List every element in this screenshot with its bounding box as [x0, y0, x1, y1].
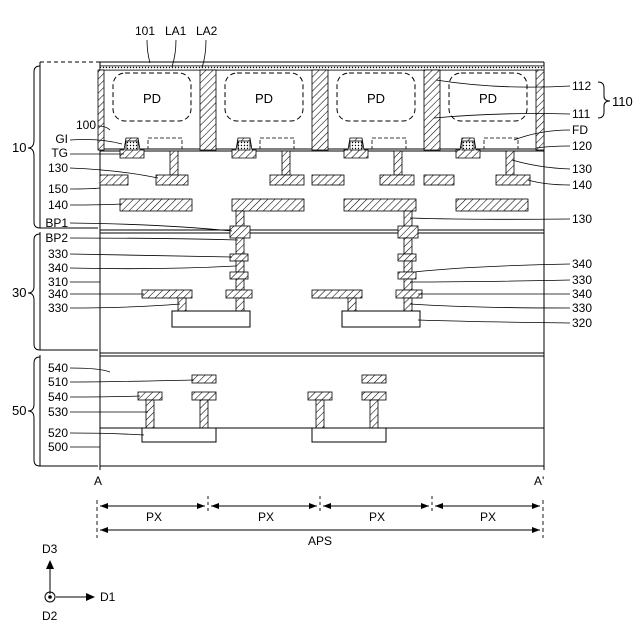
bonding-pads — [230, 226, 418, 238]
label-110: 110 — [612, 94, 633, 109]
px-label-3: PX — [369, 510, 385, 524]
deep-trench-isolation — [98, 70, 544, 150]
label-section-30: 30 — [12, 285, 26, 300]
label-340-right-a: 340 — [572, 257, 592, 271]
label-bp2: BP2 — [45, 231, 68, 245]
middle-active-regions — [172, 311, 420, 327]
dimension-lines — [97, 496, 543, 538]
label-101: 101 — [135, 24, 155, 38]
label-la1: LA1 — [165, 24, 187, 38]
label-500: 500 — [48, 440, 68, 454]
pd-label-1: PD — [143, 91, 161, 106]
label-140-left: 140 — [48, 198, 68, 212]
upper-interconnect — [100, 151, 530, 227]
pd-label-2: PD — [255, 91, 273, 106]
label-340-right-b: 340 — [572, 287, 592, 301]
axis-label-d2: D2 — [42, 609, 58, 623]
label-section-10: 10 — [12, 140, 26, 155]
label-112: 112 — [572, 79, 591, 93]
label-540-b: 540 — [48, 390, 68, 404]
label-gi: GI — [55, 132, 68, 146]
label-111: 111 — [572, 107, 591, 121]
lower-active-regions — [142, 428, 386, 442]
section-label-a-prime: A' — [534, 474, 544, 488]
pd-label-4: PD — [479, 91, 497, 106]
label-section-50: 50 — [12, 403, 26, 418]
axis-indicator: D3 D1 D2 — [42, 542, 116, 623]
px-label-1: PX — [146, 510, 162, 524]
section-label-a: A — [94, 474, 102, 488]
label-330-a: 330 — [48, 247, 68, 261]
middle-interconnect — [142, 238, 422, 311]
label-330-right-b: 330 — [572, 301, 592, 315]
label-340-b: 340 — [48, 287, 68, 301]
anti-reflection-layer — [100, 66, 544, 70]
pd-label-3: PD — [367, 91, 385, 106]
label-540-a: 540 — [48, 361, 68, 375]
left-braces — [28, 66, 40, 466]
label-330-b: 330 — [48, 301, 68, 315]
axis-label-d1: D1 — [100, 590, 116, 604]
section-outlines — [40, 62, 544, 470]
label-130-left: 130 — [48, 161, 68, 175]
label-100: 100 — [76, 118, 96, 132]
axis-label-d3: D3 — [42, 542, 58, 556]
label-340-a: 340 — [48, 261, 68, 275]
top-labels: 101 LA1 LA2 — [135, 24, 218, 68]
label-330-right-a: 330 — [572, 273, 592, 287]
label-bp1: BP1 — [45, 216, 68, 230]
label-130-right-a: 130 — [572, 162, 592, 176]
label-120: 120 — [572, 139, 592, 153]
label-520: 520 — [48, 426, 68, 440]
label-150: 150 — [48, 182, 68, 196]
aps-label: APS — [308, 534, 332, 548]
lower-interconnect — [138, 375, 386, 428]
label-510: 510 — [48, 375, 68, 389]
label-140-right: 140 — [572, 178, 592, 192]
label-530: 530 — [48, 405, 68, 419]
px-label-2: PX — [258, 510, 274, 524]
right-labels: 112 111 FD 120 130 140 130 340 330 340 3… — [572, 79, 592, 330]
px-label-4: PX — [480, 510, 496, 524]
label-la2: LA2 — [196, 24, 218, 38]
dimension-arrowheads — [100, 503, 540, 533]
right-brace — [598, 82, 610, 118]
label-fd: FD — [572, 123, 588, 137]
label-320: 320 — [572, 316, 592, 330]
label-130-right-b: 130 — [572, 212, 592, 226]
label-tg: TG — [51, 146, 68, 160]
